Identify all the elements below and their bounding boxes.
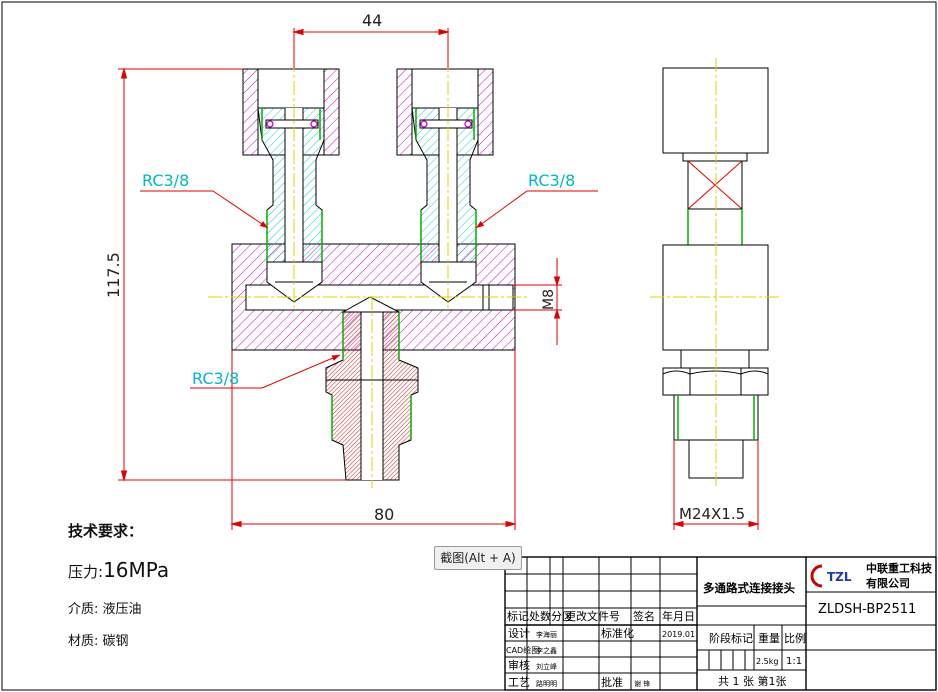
notes-medium: 介质: 液压油 [68,602,142,617]
tb-date-3: 谢 锋 [634,679,650,688]
notes-pressure: 压力:16MPa [68,558,169,582]
tb-company-line1: 中联重工科技 [866,561,933,575]
tb-drawing-number: ZLDSH-BP2511 [818,602,916,617]
notes-material: 材质: 碳钢 [68,634,129,649]
tb-role-1: CAD绘图 [506,645,539,655]
tb-header-5: 年月日 [662,609,695,623]
tb-name-1: 李之鑫 [536,646,557,655]
tb-scale: 1:1 [786,656,802,667]
tb-name-0: 李海丽 [536,630,557,639]
tb-role-2: 审核 [508,658,530,672]
tb-name-2: 刘立峰 [536,662,557,671]
tb-scale-label: 比例 [784,631,806,645]
tb-header-4: 签名 [633,609,655,623]
tb-date-0: 2019.01 [662,630,695,639]
tb-name-3: 路明明 [536,679,557,688]
left-nut-wall-right [323,68,340,156]
side-view: M24X1.5 [650,58,782,530]
tb-sheets: 共 1 张 第1张 [718,674,787,688]
front-section-view: 44 80 117.5 M8 RC3/8 RC3/8 RC3/8 [104,11,598,530]
tb-header-2: 分区 [551,610,573,623]
callout-right-top: RC3/8 [528,171,575,190]
tb-extra-3: 批准 [601,675,623,689]
notes-heading: 技术要求： [68,522,144,540]
callout-bottom: RC3/8 [192,369,239,388]
tb-role-3: 工艺 [508,676,530,689]
tb-header-3: 更改文件号 [565,609,620,623]
screenshot-button[interactable]: 截图(Alt + A) [434,546,522,570]
tb-part-name: 多通路式连接接头 [703,581,795,595]
callout-left-top: RC3/8 [142,171,189,190]
dim-thread-bottom: M24X1.5 [679,505,745,523]
tb-stage-label: 阶段标记 [709,631,753,645]
tb-header-0: 标记 [507,609,529,623]
dim-height: 117.5 [104,252,123,298]
pressure-label: 压力: [68,563,104,581]
tb-weight: 2.5kg [756,657,778,666]
title-block [504,556,937,691]
dim-top-spacing: 44 [362,11,382,30]
dim-width: 80 [374,505,394,524]
left-nut-wall-left [242,68,259,156]
tb-company-line2: 有限公司 [866,576,910,590]
tb-weight-label: 重量 [758,631,780,645]
tb-role-0: 设计 [508,627,530,640]
tb-extra-0: 标准化 [601,626,634,640]
pressure-value: 16MPa [103,558,170,582]
tb-header-1: 处数 [529,610,551,623]
right-fitting [396,68,494,303]
company-logo-icon: TZL [810,564,852,588]
svg-text:TZL: TZL [827,570,852,584]
dim-hole: M8 [541,289,557,310]
